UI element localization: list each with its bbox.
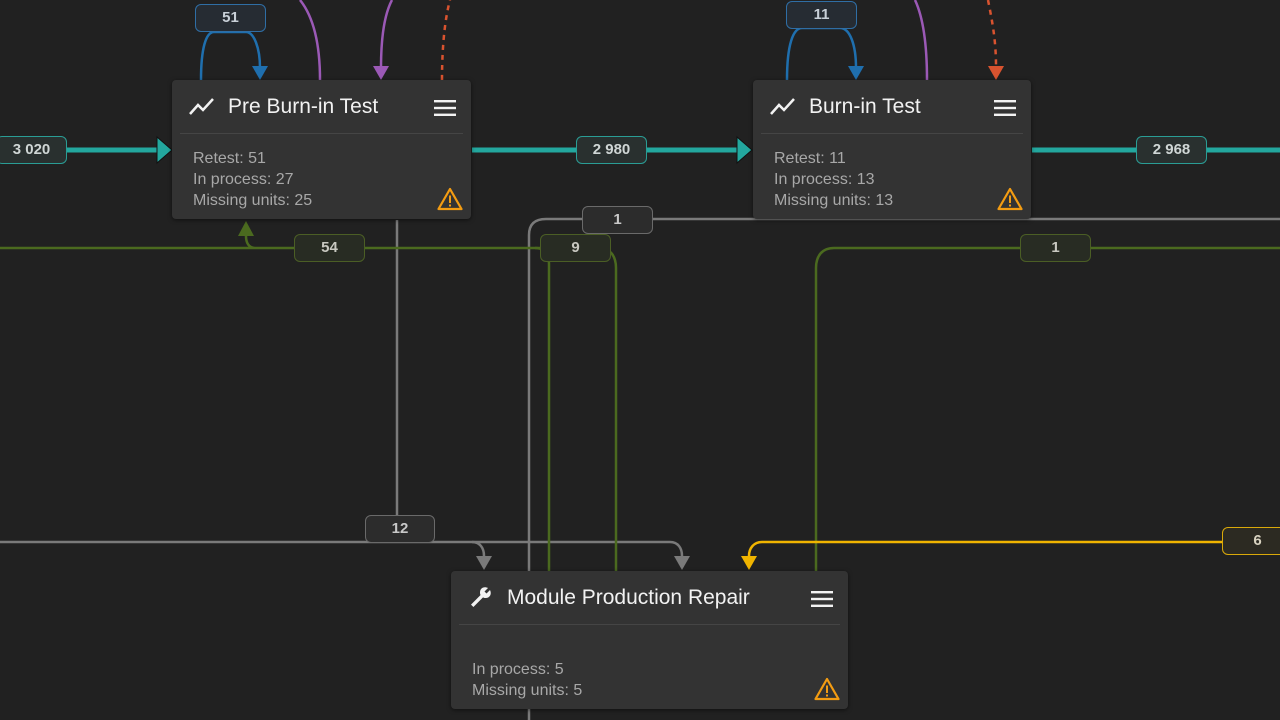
wrench-icon	[471, 587, 491, 607]
node-divider	[459, 624, 840, 625]
edge-purple-out-pre	[299, 0, 322, 81]
edge-green-54-arrow	[238, 221, 254, 236]
edge-burn-retest-loop	[785, 26, 858, 81]
node-divider	[761, 133, 1023, 134]
red-dashed-edges	[440, 0, 1004, 81]
edge-label-in-pre-burn[interactable]: 3 020	[0, 136, 67, 164]
trend-line-icon	[189, 98, 214, 115]
node-title: Pre Burn-in Test	[228, 95, 379, 118]
edge-purple-in-pre	[379, 0, 394, 69]
warning-triangle-icon[interactable]	[997, 187, 1023, 211]
in-process-count: In process: 5	[472, 661, 564, 678]
node-module-production-repair[interactable]: Module Production Repair In process: 5 M…	[451, 571, 848, 709]
edge-pre-retest-arrow	[252, 66, 268, 80]
edge-green-54	[0, 235, 256, 250]
node-burn-in-test[interactable]: Burn-in Test Retest: 11 In process: 13 M…	[753, 80, 1031, 219]
node-header: Module Production Repair	[451, 571, 848, 625]
edge-label-gray-1[interactable]: 1	[582, 206, 653, 234]
green-edges	[0, 221, 1280, 572]
warning-triangle-icon[interactable]	[814, 677, 840, 701]
gray-edges	[0, 217, 1280, 720]
edge-label-yellow-6[interactable]: 6	[1222, 527, 1280, 555]
edge-label-burn-out[interactable]: 2 968	[1136, 136, 1207, 164]
edge-green-9	[535, 246, 618, 572]
edge-yellow-arrow	[741, 556, 757, 570]
missing-units-count: Missing units: 13	[774, 192, 894, 209]
node-divider	[180, 133, 463, 134]
node-pre-burn-in-test[interactable]: Pre Burn-in Test Retest: 51 In process: …	[172, 80, 471, 219]
edge-red-dashed-burn-arrow	[988, 66, 1004, 80]
in-process-count: In process: 13	[774, 171, 875, 188]
yellow-edges	[741, 540, 1280, 570]
edge-yellow-6	[747, 540, 1280, 557]
missing-units-count: Missing units: 25	[193, 192, 313, 209]
menu-icon[interactable]	[433, 98, 457, 118]
edge-label-burn-retest[interactable]: 11	[786, 1, 857, 29]
edge-red-dashed-pre	[440, 0, 452, 81]
edge-red-dashed-burn	[986, 0, 998, 67]
edge-purple-out-burn	[913, 0, 929, 81]
edge-label-green-54[interactable]: 54	[294, 234, 365, 262]
edge-label-green-1[interactable]: 1	[1020, 234, 1091, 262]
edge-gray-arrow-1	[476, 556, 492, 570]
edge-green-1	[814, 246, 1280, 572]
in-process-count: In process: 27	[193, 171, 294, 188]
edge-gray-left-to-repair	[0, 540, 486, 557]
node-header: Pre Burn-in Test	[172, 80, 471, 134]
node-title: Burn-in Test	[809, 95, 921, 118]
edge-gray-to-repair-2	[472, 540, 684, 557]
trend-line-icon	[770, 98, 795, 115]
retest-loop-edges	[199, 26, 864, 81]
edge-purple-in-pre-arrow	[373, 66, 389, 80]
menu-icon[interactable]	[993, 98, 1017, 118]
node-title: Module Production Repair	[507, 586, 750, 609]
edge-label-pre-to-burn[interactable]: 2 980	[576, 136, 647, 164]
node-header: Burn-in Test	[753, 80, 1031, 134]
edge-gray-arrow-2	[674, 556, 690, 570]
edge-label-green-9[interactable]: 9	[540, 234, 611, 262]
retest-count: Retest: 11	[774, 150, 846, 167]
edge-pre-to-burn-arrow	[736, 135, 753, 165]
edge-pre-retest-loop	[199, 30, 262, 81]
edge-burn-retest-arrow	[848, 66, 864, 80]
warning-triangle-icon[interactable]	[437, 187, 463, 211]
edge-in-pre-burn-arrow	[156, 135, 173, 165]
retest-count: Retest: 51	[193, 150, 266, 167]
menu-icon[interactable]	[810, 589, 834, 609]
edge-label-pre-retest[interactable]: 51	[195, 4, 266, 32]
purple-edges	[299, 0, 929, 81]
edge-gray-top-long	[527, 217, 1280, 720]
edge-label-gray-12[interactable]: 12	[365, 515, 435, 543]
missing-units-count: Missing units: 5	[472, 682, 583, 699]
